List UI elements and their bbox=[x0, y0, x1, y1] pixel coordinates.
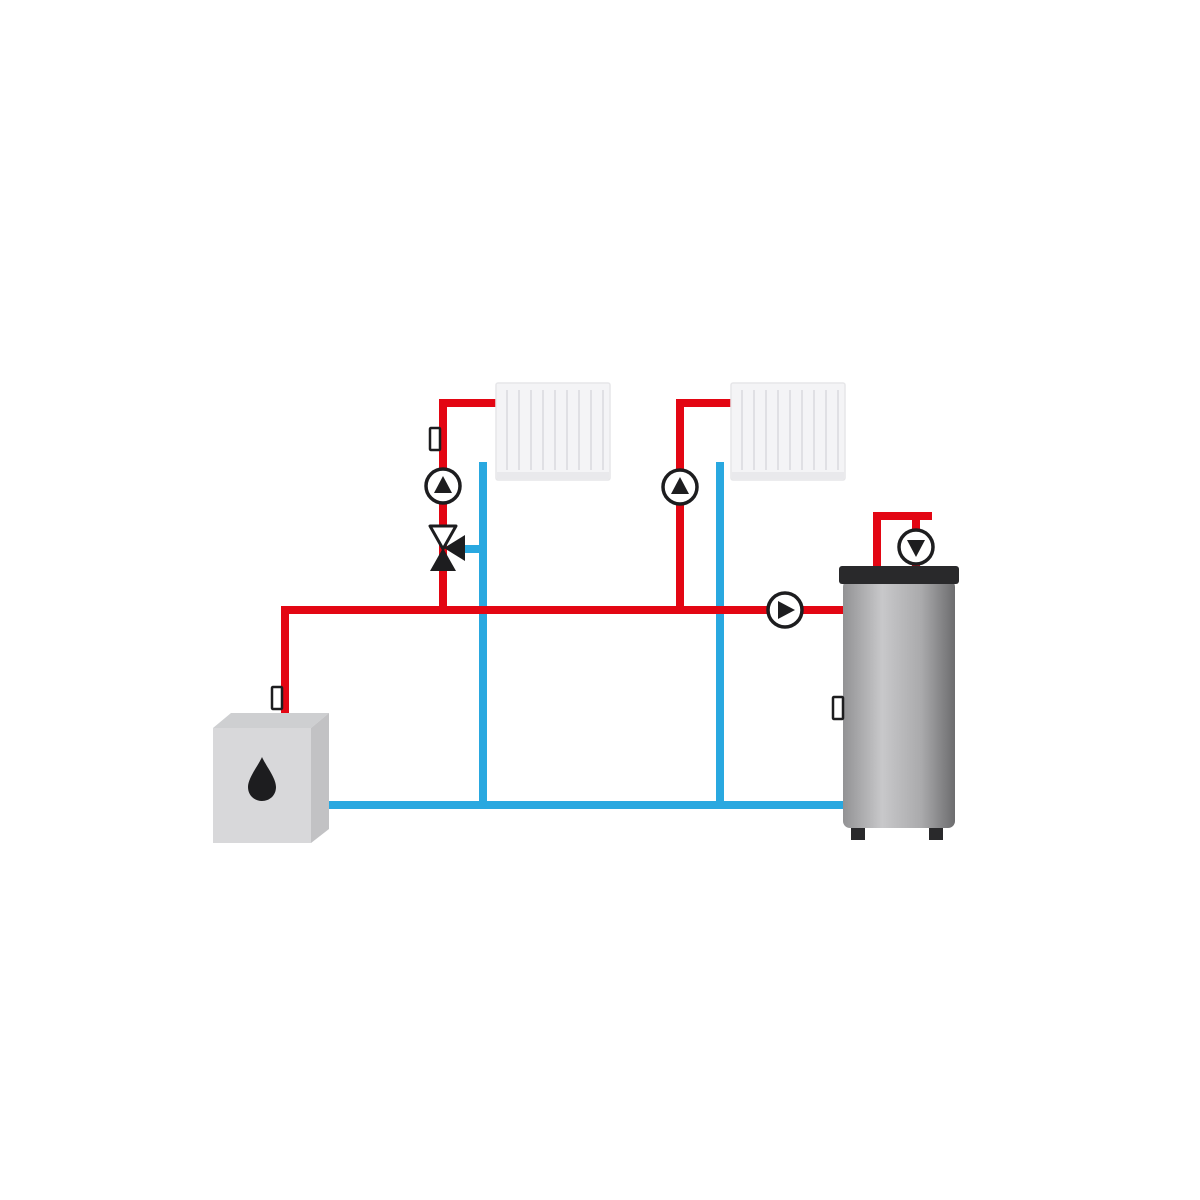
temperature-sensor-2 bbox=[270, 685, 284, 711]
supply-pipe-boiler-main bbox=[281, 606, 846, 722]
radiator-1-fins bbox=[506, 390, 604, 470]
radiator-2 bbox=[730, 382, 846, 481]
circulation-pump-1 bbox=[424, 467, 462, 505]
circulation-pump-3 bbox=[766, 591, 804, 629]
boiler-top-face bbox=[213, 713, 329, 728]
hot-water-tank bbox=[839, 566, 959, 840]
valve-top-triangle bbox=[428, 524, 458, 551]
valve-bottom-triangle bbox=[430, 548, 456, 571]
radiator-1-bottom-edge bbox=[497, 472, 609, 479]
boiler-side-face bbox=[311, 713, 329, 843]
radiator-1-body bbox=[495, 382, 611, 481]
tank-top-cap bbox=[839, 566, 959, 584]
circulation-pump-2 bbox=[661, 468, 699, 506]
radiator-2-bottom-edge bbox=[732, 472, 844, 479]
pump-2-arrow-up-icon bbox=[671, 477, 689, 494]
radiator-2-body bbox=[730, 382, 846, 481]
boiler bbox=[213, 713, 329, 843]
pump-4-arrow-down-icon bbox=[907, 540, 925, 557]
three-way-mixing-valve bbox=[428, 524, 465, 571]
supply-pipe-circuit-2 bbox=[676, 399, 735, 614]
return-pipes bbox=[326, 462, 846, 809]
circulation-pump-4 bbox=[897, 528, 935, 566]
droplet-icon bbox=[248, 757, 276, 801]
tank-body bbox=[843, 580, 955, 828]
temperature-sensor-3 bbox=[831, 695, 845, 721]
pump-1-arrow-up-icon bbox=[434, 476, 452, 493]
valve-right-triangle bbox=[444, 535, 465, 561]
temperature-sensor-1 bbox=[428, 426, 442, 452]
pump-3-arrow-right-icon bbox=[778, 601, 795, 619]
radiator-2-fins bbox=[741, 390, 839, 470]
radiator-1 bbox=[495, 382, 611, 481]
